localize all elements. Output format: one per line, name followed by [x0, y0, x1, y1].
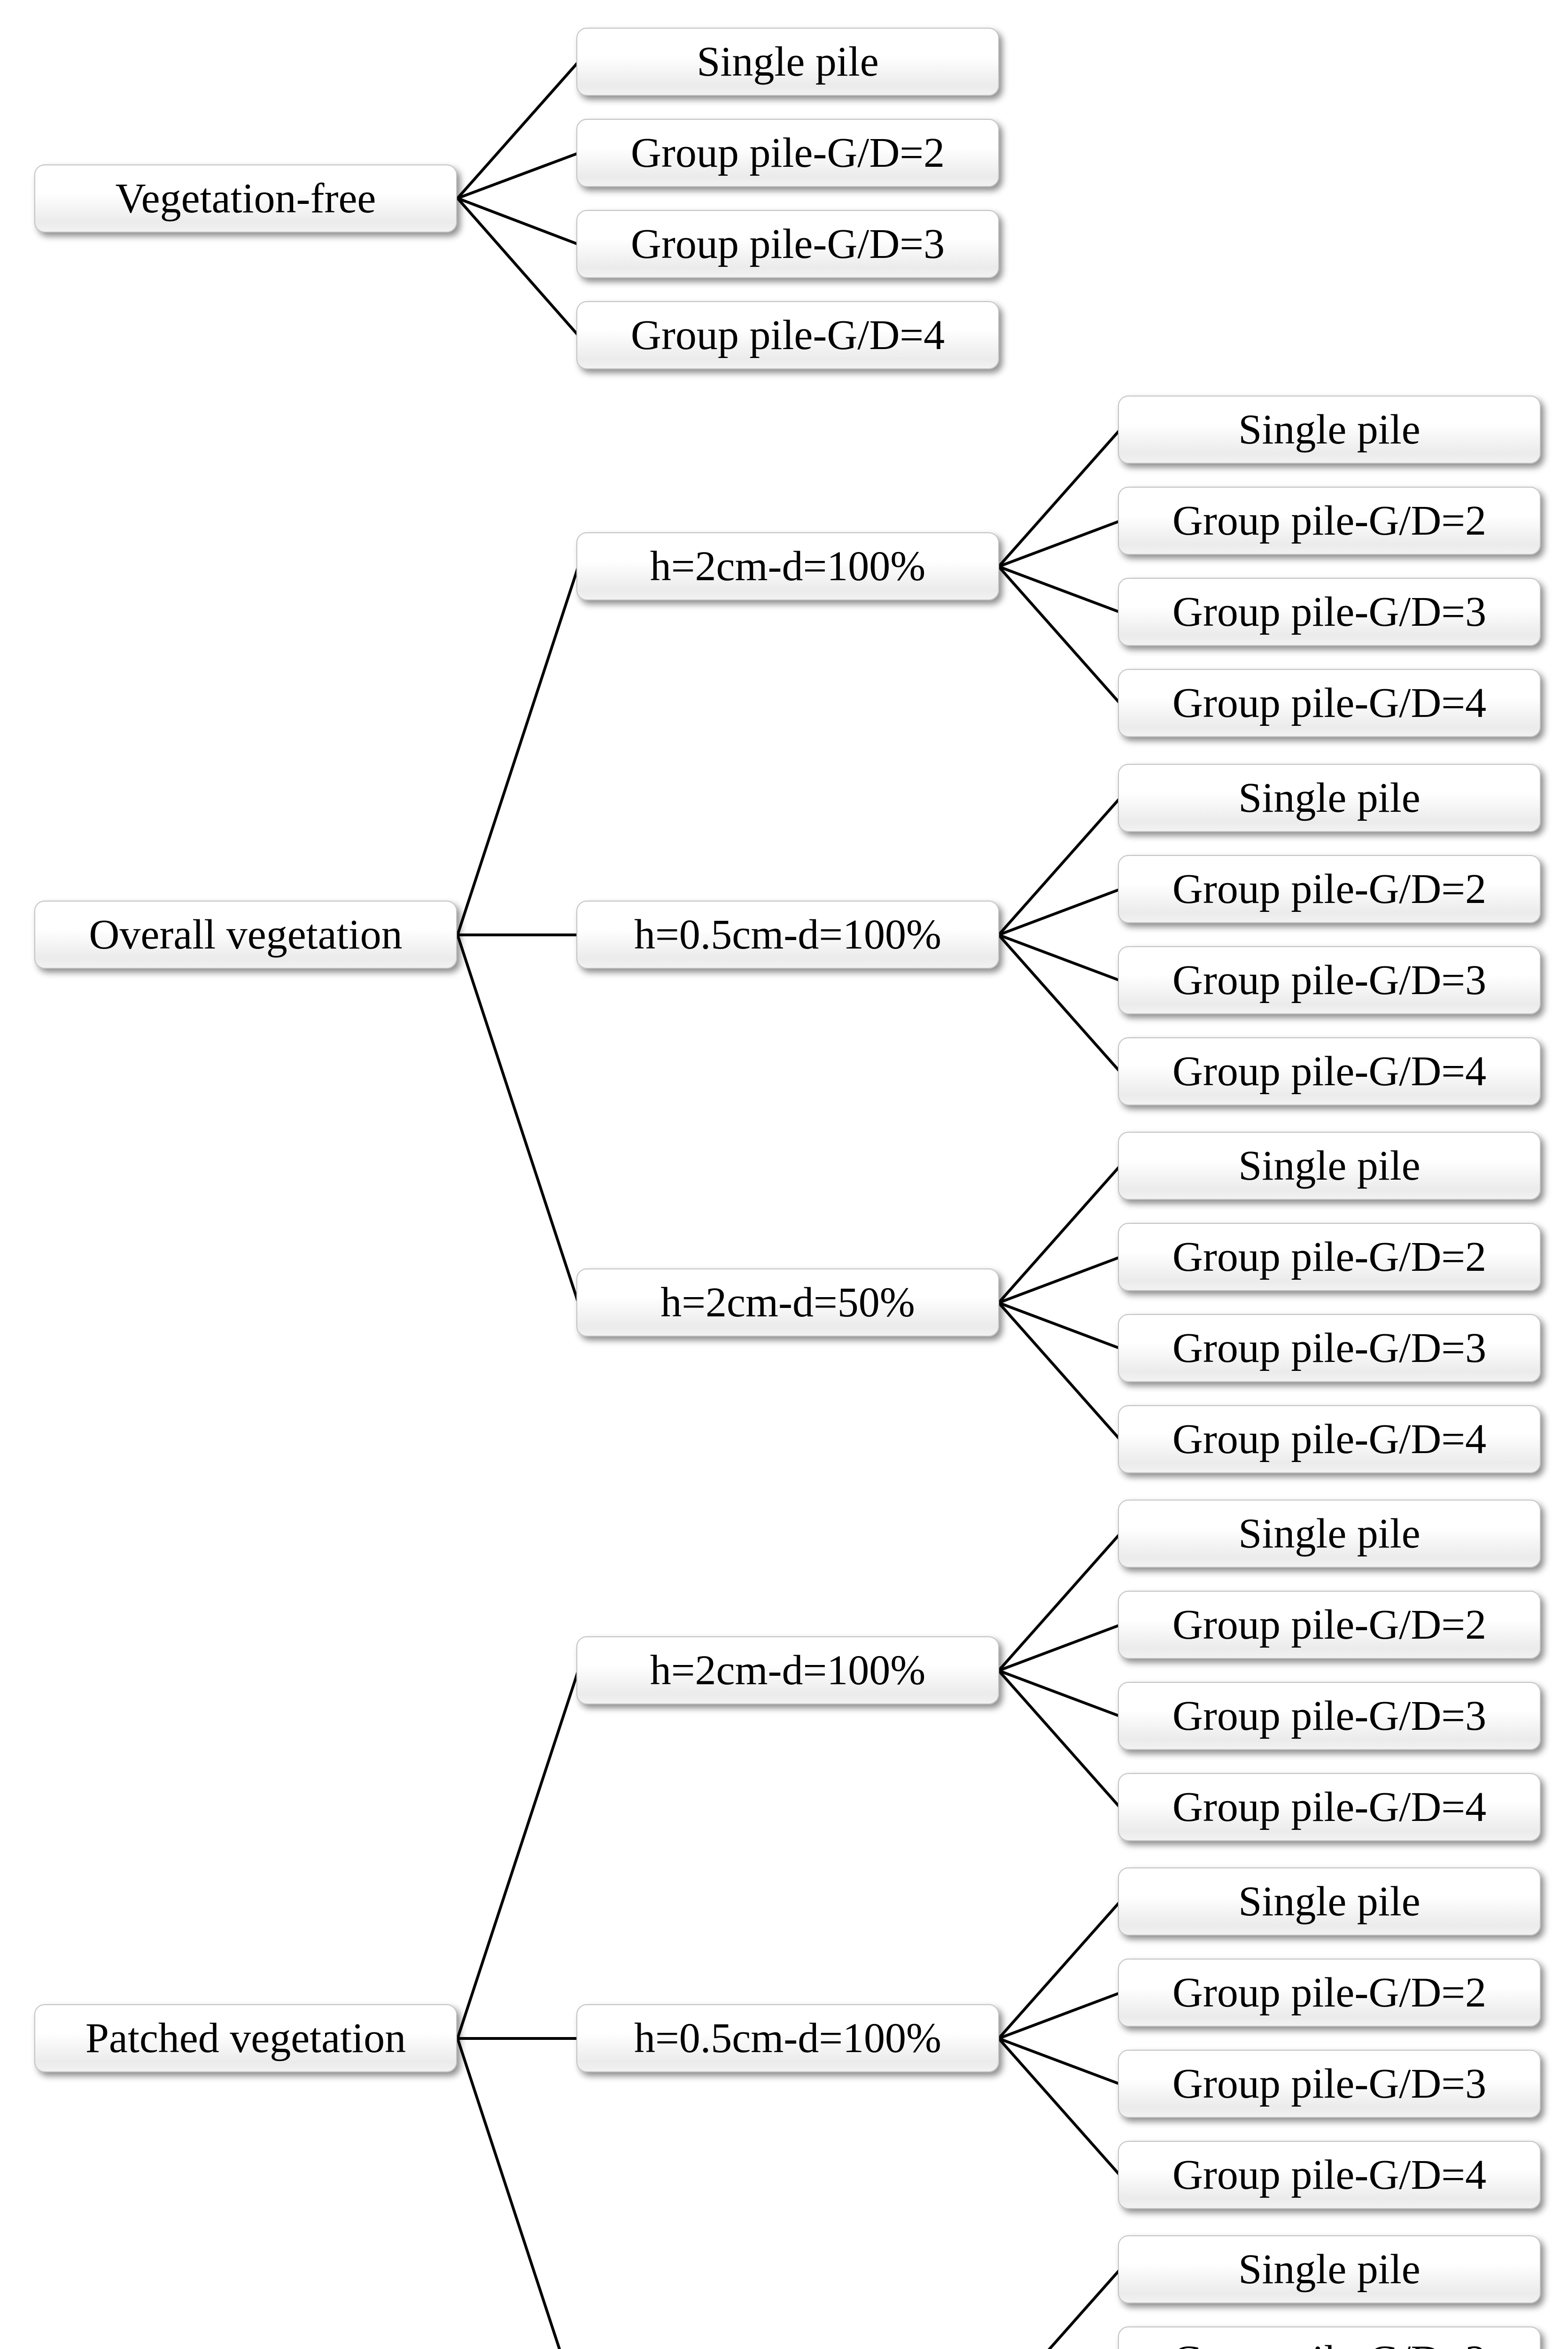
- node-ov1-group-pile-gd2: Group pile-G/D=2: [1118, 487, 1541, 555]
- node-pv2-single-pile: Single pile: [1118, 1867, 1541, 1936]
- node-pv3-single-pile: Single pile: [1118, 2235, 1541, 2303]
- node-ov1-group-pile-gd3: Group pile-G/D=3: [1118, 578, 1541, 646]
- node-vf-group-pile-gd4: Group pile-G/D=4: [576, 301, 999, 369]
- node-ov2-group-pile-gd4: Group pile-G/D=4: [1118, 1037, 1541, 1105]
- node-ov1-group-pile-gd4: Group pile-G/D=4: [1118, 669, 1541, 737]
- node-pv1-group-pile-gd2: Group pile-G/D=2: [1118, 1591, 1541, 1659]
- node-pv2-group-pile-gd4: Group pile-G/D=4: [1118, 2141, 1541, 2209]
- node-patched-h05cm-d100: h=0.5cm-d=100%: [576, 2004, 999, 2072]
- node-overall-h05cm-d100: h=0.5cm-d=100%: [576, 901, 999, 969]
- node-ov3-single-pile: Single pile: [1118, 1132, 1541, 1200]
- node-patched-vegetation: Patched vegetation: [34, 2004, 457, 2072]
- node-ov2-group-pile-gd3: Group pile-G/D=3: [1118, 946, 1541, 1014]
- node-pv2-group-pile-gd3: Group pile-G/D=3: [1118, 2050, 1541, 2118]
- node-ov3-group-pile-gd2: Group pile-G/D=2: [1118, 1223, 1541, 1291]
- node-patched-h2cm-d100: h=2cm-d=100%: [576, 1636, 999, 1704]
- node-overall-vegetation: Overall vegetation: [34, 901, 457, 969]
- node-ov3-group-pile-gd3: Group pile-G/D=3: [1118, 1314, 1541, 1382]
- node-overall-h2cm-d50: h=2cm-d=50%: [576, 1268, 999, 1337]
- node-ov2-single-pile: Single pile: [1118, 764, 1541, 832]
- node-pv1-single-pile: Single pile: [1118, 1500, 1541, 1568]
- node-vegetation-free: Vegetation-free: [34, 164, 457, 233]
- node-ov2-group-pile-gd2: Group pile-G/D=2: [1118, 855, 1541, 923]
- node-vf-single-pile: Single pile: [576, 28, 999, 96]
- node-vf-group-pile-gd2: Group pile-G/D=2: [576, 119, 999, 187]
- node-pv1-group-pile-gd4: Group pile-G/D=4: [1118, 1773, 1541, 1841]
- node-ov3-group-pile-gd4: Group pile-G/D=4: [1118, 1405, 1541, 1473]
- node-ov1-single-pile: Single pile: [1118, 396, 1541, 464]
- node-pv1-group-pile-gd3: Group pile-G/D=3: [1118, 1682, 1541, 1750]
- node-pv2-group-pile-gd2: Group pile-G/D=2: [1118, 1959, 1541, 2027]
- node-overall-h2cm-d100: h=2cm-d=100%: [576, 532, 999, 600]
- node-pv3-group-pile-gd2: Group pile-G/D=2: [1118, 2326, 1541, 2349]
- node-vf-group-pile-gd3: Group pile-G/D=3: [576, 210, 999, 278]
